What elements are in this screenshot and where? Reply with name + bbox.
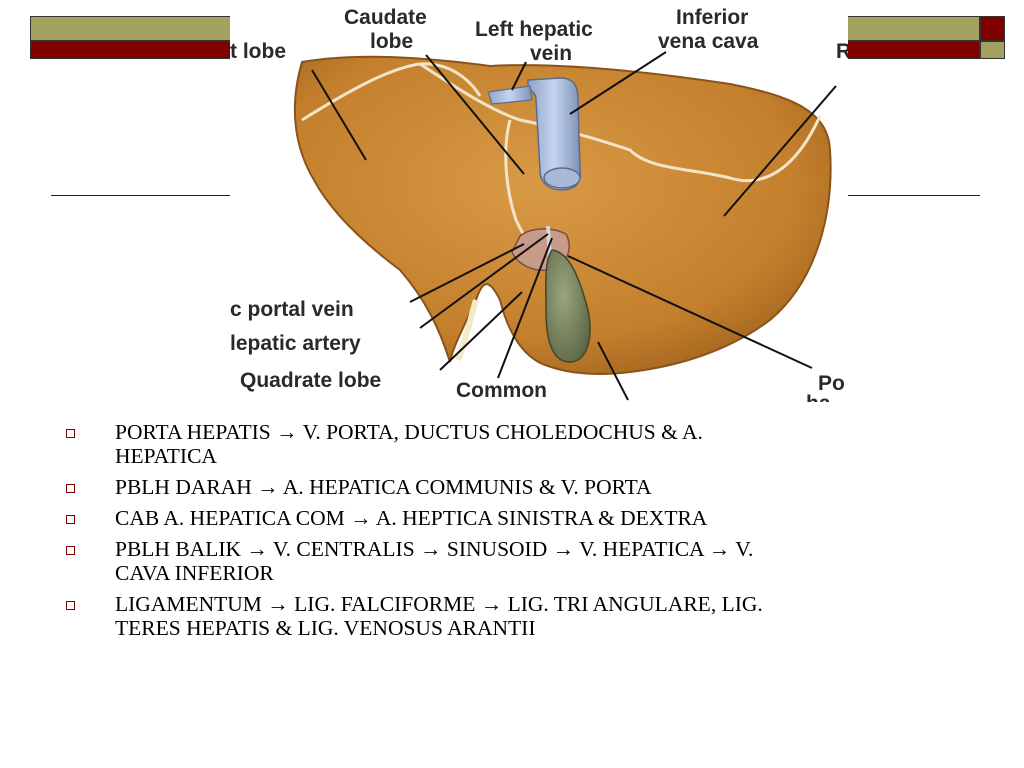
label-right-bottom-1: Po [818, 372, 845, 395]
pointer-lines [311, 51, 837, 401]
square-bullet-icon [66, 546, 75, 555]
header-bar-right-maroon [846, 41, 980, 59]
arrow-right-icon: → [708, 537, 731, 561]
liver-illustration: t lobe Caudate lobe Left hepatic vein In… [230, 6, 848, 402]
header-square-olive [980, 41, 1005, 59]
arrow-right-icon: → [350, 506, 372, 530]
arrow-right-icon: → [420, 537, 442, 561]
label-caudate-lobe-1: Caudate [344, 6, 427, 29]
bullet-item: PORTA HEPATIS → V. PORTA, DUCTUS CHOLEDO… [62, 420, 922, 468]
ligament-upper [419, 62, 822, 183]
label-left-hepatic-vein-1: Left hepatic [475, 18, 593, 41]
label-hepatic-artery: lepatic artery [230, 332, 361, 355]
gallbladder [545, 249, 591, 363]
header-bar-left-olive [30, 16, 231, 41]
label-quadrate-lobe: Quadrate lobe [240, 369, 381, 392]
label-left-lobe: t lobe [230, 40, 286, 63]
arrow-right-icon: → [246, 537, 268, 561]
divider-line-left [51, 195, 231, 196]
bullet-item: PBLH DARAH → A. HEPATICA COMMUNIS & V. P… [62, 475, 922, 499]
ligament-teres [455, 299, 479, 362]
arrow-right-icon: → [267, 592, 289, 616]
label-ivc-2: vena cava [658, 30, 759, 53]
header-bar-right-olive [846, 16, 980, 41]
square-bullet-icon [66, 484, 75, 493]
label-caudate-lobe-2: lobe [370, 30, 413, 53]
header-bar-left-maroon [30, 41, 231, 59]
liver-body [293, 55, 832, 375]
square-bullet-icon [66, 515, 75, 524]
header-square-maroon [980, 16, 1005, 41]
square-bullet-icon [66, 601, 75, 610]
arrow-right-icon: → [257, 475, 279, 499]
ivc-opening [543, 167, 581, 189]
label-ivc-1: Inferior [676, 6, 748, 29]
bullet-item: LIGAMENTUM → LIG. FALCIFORME → LIG. TRI … [62, 592, 922, 640]
inferior-vena-cava [527, 77, 582, 191]
bullet-item: PBLH BALIK → V. CENTRALIS → SINUSOID → V… [62, 537, 922, 585]
label-portal-vein: c portal vein [230, 298, 354, 321]
label-right-edge: R [836, 40, 848, 63]
bullet-item: CAB A. HEPATICA COM → A. HEPTICA SINISTR… [62, 506, 922, 530]
arrow-right-icon: → [276, 420, 298, 444]
divider-line-right [846, 195, 980, 196]
arrow-right-icon: → [552, 537, 575, 561]
label-common: Common [456, 379, 547, 402]
bullet-list: PORTA HEPATIS → V. PORTA, DUCTUS CHOLEDO… [62, 420, 922, 647]
label-left-hepatic-vein-2: vein [530, 42, 572, 65]
arrow-right-icon: → [480, 592, 503, 616]
square-bullet-icon [66, 429, 75, 438]
liver-anatomy-figure: t lobe Caudate lobe Left hepatic vein In… [230, 0, 848, 402]
falciform-ligament [301, 62, 482, 122]
left-hepatic-vein [487, 85, 533, 105]
label-right-bottom-2: ha [806, 392, 831, 402]
